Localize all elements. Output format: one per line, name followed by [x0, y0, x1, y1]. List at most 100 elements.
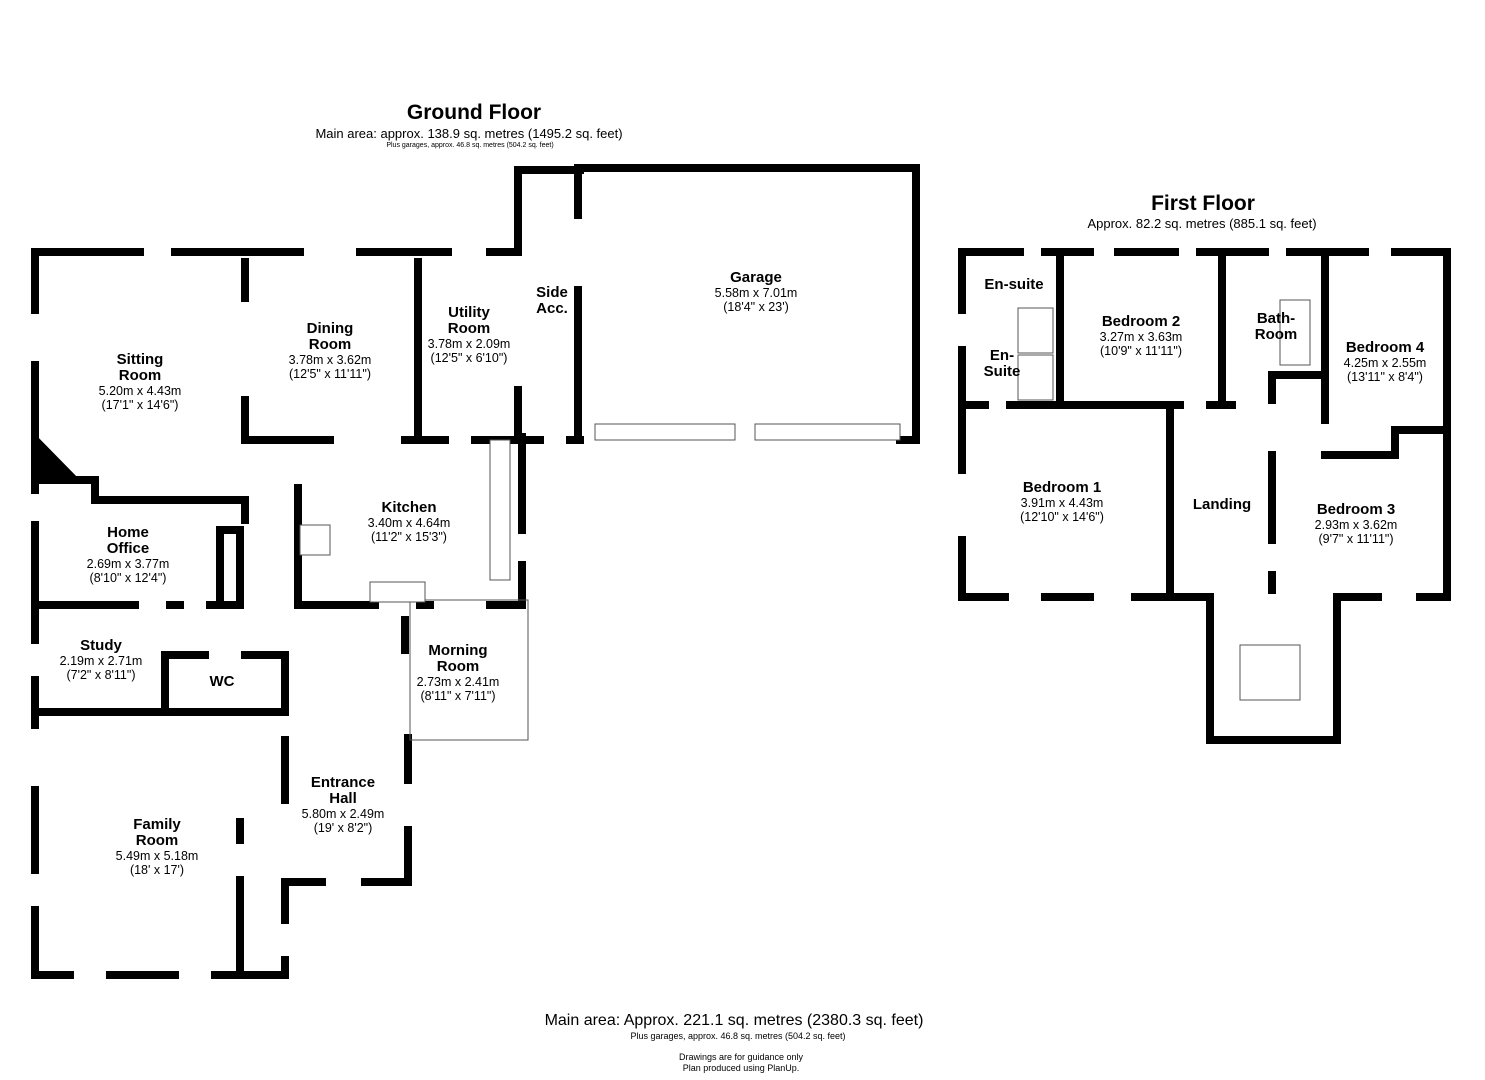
- room-name: En-suite: [984, 276, 1044, 293]
- wall: [294, 484, 526, 609]
- room-dims-imperial: (8'10" x 12'4"): [89, 570, 167, 585]
- room-bedroom-3: Bedroom 3 2.93m x 3.62m(9'7" x 11'11"): [1315, 502, 1398, 546]
- wall: [31, 166, 584, 256]
- room-name: Bedroom 3: [1316, 501, 1396, 518]
- wall: [31, 476, 249, 524]
- room-dims-imperial: (17'1" x 14'6"): [101, 397, 179, 412]
- room-dims-imperial: (12'10" x 14'6"): [1020, 509, 1104, 524]
- ground-floor-title: Ground Floor: [406, 101, 542, 124]
- room-dims: 5.49m x 5.18m: [115, 848, 199, 863]
- room-name: Acc.: [536, 299, 568, 317]
- wall: [31, 651, 289, 716]
- room-dims-imperial: (12'5" x 6'10"): [430, 350, 508, 365]
- room-name: Sitting: [116, 351, 164, 368]
- wall: [31, 526, 244, 609]
- room-name: Home: [107, 524, 149, 541]
- room-dims-imperial: (10'9" x 11'11"): [1100, 343, 1182, 358]
- ground-floor-garages: Plus garages, approx. 46.8 sq. metres (5…: [386, 142, 554, 149]
- room-name: Room: [135, 831, 179, 849]
- room-bedroom-4: Bedroom 4 4.25m x 2.55m(13'11" x 8'4"): [1344, 340, 1427, 384]
- wall: [574, 164, 920, 444]
- room-name: Room: [118, 366, 162, 384]
- room-en-suite-1: En-Suite: [984, 348, 1021, 380]
- room-name: Dining: [306, 320, 354, 337]
- room-name: Bedroom 2: [1101, 313, 1181, 330]
- wall: [241, 258, 526, 444]
- room-dims-imperial: (18'4" x 23'): [723, 299, 789, 314]
- footer-note-guidance: Drawings are for guidance only: [678, 1052, 804, 1062]
- room-dims-imperial: (13'11" x 8'4"): [1347, 369, 1423, 384]
- room-name: Side: [536, 284, 568, 301]
- room-dims-imperial: (8'11" x 7'11"): [420, 688, 496, 703]
- room-name: Suite: [983, 362, 1021, 380]
- room-dims-imperial: (7'2" x 8'11"): [66, 667, 136, 682]
- room-dims: 4.25m x 2.55m: [1343, 355, 1427, 370]
- room-name: Landing: [1192, 496, 1252, 513]
- room-dims-imperial: (11'2" x 15'3"): [371, 529, 447, 544]
- room-en-suite-2: En-suite: [984, 277, 1043, 293]
- wall: [31, 248, 289, 979]
- room-name: Utility: [448, 304, 490, 321]
- room-name: Office: [106, 539, 150, 557]
- wall: [958, 248, 1451, 744]
- room-name: Bedroom 4: [1345, 339, 1425, 356]
- room-name: Room: [447, 319, 491, 337]
- room-dims: 2.19m x 2.71m: [59, 653, 143, 668]
- room-name: Entrance: [310, 774, 376, 791]
- room-name: Room: [1254, 325, 1298, 343]
- room-name: WC: [209, 673, 235, 690]
- wall: [1218, 381, 1236, 409]
- room-dims: 5.80m x 2.49m: [301, 806, 385, 821]
- room-dims: 2.93m x 3.62m: [1314, 517, 1398, 532]
- room-name: Morning: [428, 642, 488, 659]
- room-name: Kitchen: [381, 499, 437, 516]
- room-bedroom-2: Bedroom 2 3.27m x 3.63m(10'9" x 11'11"): [1100, 314, 1183, 358]
- room-dims: 2.69m x 3.77m: [86, 556, 170, 571]
- room-kitchen: Kitchen 3.40m x 4.64m(11'2" x 15'3"): [368, 500, 451, 544]
- first-floor-title: First Floor: [1151, 192, 1255, 215]
- footer-garages: Plus garages, approx. 46.8 sq. metres (5…: [630, 1031, 846, 1041]
- wall: [1321, 426, 1451, 459]
- room-bedroom-1: Bedroom 1 3.91m x 4.43m(12'10" x 14'6"): [1020, 480, 1104, 524]
- wall: [1268, 256, 1329, 424]
- room-bathroom: Bath-Room: [1255, 311, 1298, 343]
- room-dims: 3.40m x 4.64m: [367, 515, 451, 530]
- footer-area: Main area: Approx. 221.1 sq. metres (238…: [544, 1012, 924, 1029]
- room-wc: WC: [210, 674, 235, 690]
- room-dims-imperial: (9'7" x 11'11"): [1318, 531, 1394, 546]
- room-garage: Garage 5.58m x 7.01m(18'4" x 23'): [715, 270, 798, 314]
- room-name: En-: [989, 347, 1015, 364]
- room-name: Hall: [329, 789, 357, 807]
- wall: [281, 734, 412, 924]
- ground-floor-area: Main area: approx. 138.9 sq. metres (149…: [315, 126, 623, 141]
- room-study: Study 2.19m x 2.71m(7'2" x 8'11"): [60, 638, 143, 682]
- room-dims: 5.20m x 4.43m: [98, 383, 182, 398]
- room-name: Family: [133, 816, 181, 833]
- room-dims-imperial: (19' x 8'2"): [313, 820, 373, 835]
- room-name: Bedroom 1: [1022, 479, 1102, 496]
- room-dims: 2.73m x 2.41m: [416, 674, 500, 689]
- room-name: Room: [436, 657, 480, 675]
- room-name: Study: [80, 637, 122, 654]
- room-dims: 5.58m x 7.01m: [714, 285, 798, 300]
- room-dims-imperial: (12'5" x 11'11"): [289, 366, 371, 381]
- room-dims: 3.78m x 2.09m: [427, 336, 511, 351]
- room-landing: Landing: [1193, 497, 1251, 513]
- room-name: Room: [308, 335, 352, 353]
- first-floor-area: Approx. 82.2 sq. metres (885.1 sq. feet): [1087, 216, 1317, 231]
- footer-note-planup: Plan produced using PlanUp.: [682, 1063, 800, 1073]
- room-dims: 3.91m x 4.43m: [1020, 495, 1104, 510]
- room-name: Garage: [730, 269, 782, 286]
- room-name: Bath-: [1256, 310, 1296, 327]
- room-dims-imperial: (18' x 17'): [129, 862, 185, 877]
- room-dims: 3.27m x 3.63m: [1099, 329, 1183, 344]
